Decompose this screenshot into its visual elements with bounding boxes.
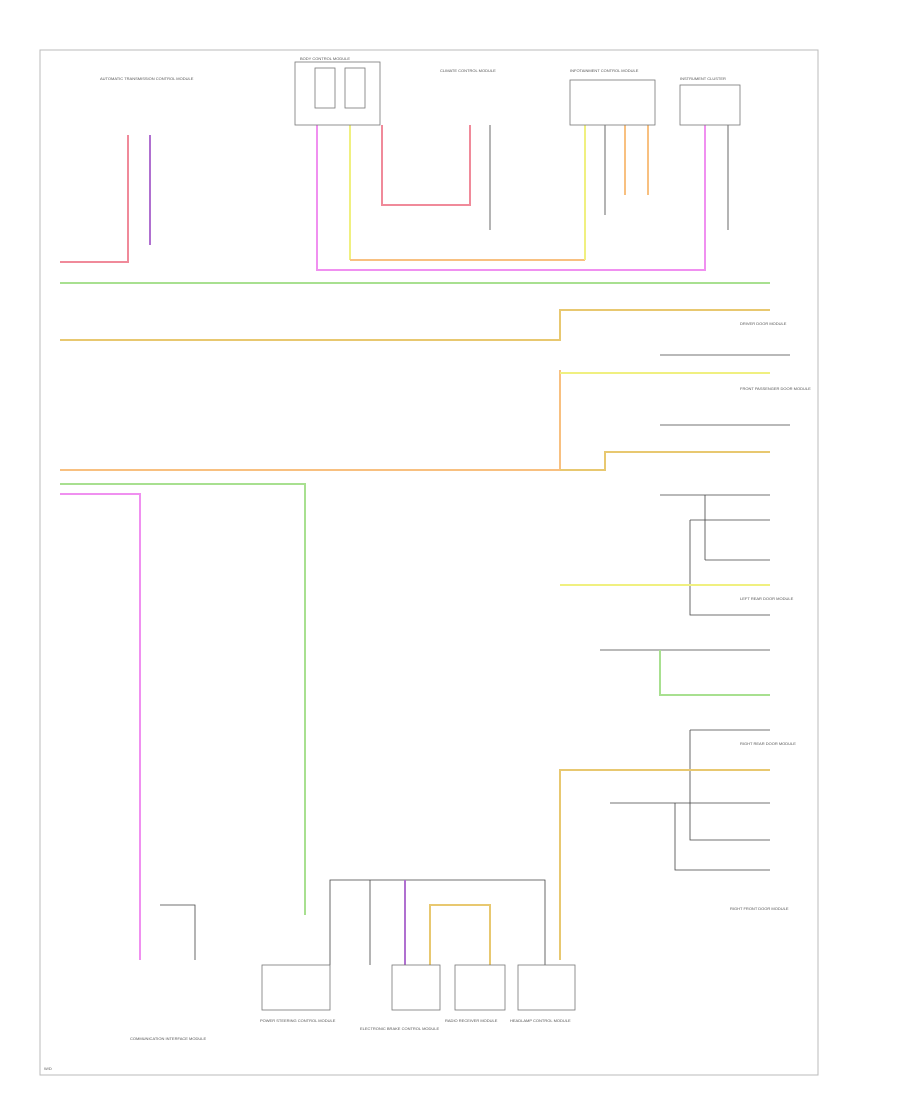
component-label: CLIMATE CONTROL MODULE (440, 68, 496, 73)
component-label: BODY CONTROL MODULE (300, 56, 350, 61)
right-label: RIGHT REAR DOOR MODULE (740, 741, 796, 746)
right-label: LEFT REAR DOOR MODULE (740, 596, 794, 601)
component-label: ELECTRONIC BRAKE CONTROL MODULE (360, 1026, 440, 1031)
radio-box (454, 964, 506, 1011)
component-label: COMMUNICATION INTERFACE MODULE (130, 1036, 206, 1041)
diagram-frame (39, 49, 819, 1076)
right-label: DRIVER DOOR MODULE (740, 321, 787, 326)
climate-control-box (261, 964, 331, 1011)
component-label: POWER STEERING CONTROL MODULE (260, 1018, 336, 1023)
wire-red-tcm (60, 135, 129, 263)
component-label: AUTOMATIC TRANSMISSION CONTROL MODULE (100, 76, 194, 81)
instrument-cluster-box (679, 84, 741, 126)
wire-tan-1 (60, 309, 770, 341)
component-label: INFOTAINMENT CONTROL MODULE (570, 68, 639, 73)
right-label: FRONT PASSENGER DOOR MODULE (740, 386, 811, 391)
footer-label: W/D (44, 1066, 52, 1071)
wire-orange-2 (60, 370, 561, 471)
right-label: RIGHT FRONT DOOR MODULE (730, 906, 789, 911)
component-label: INSTRUMENT CLUSTER (680, 76, 726, 81)
component-label: RADIO RECEIVER MODULE (445, 1018, 498, 1023)
wire-green-2 (60, 483, 306, 915)
wire-pink-2 (60, 493, 141, 960)
headlamp-box (517, 964, 576, 1011)
ebcm-box (391, 964, 441, 1011)
wire-red-2 (381, 125, 471, 206)
component-label: HEADLAMP CONTROL MODULE (510, 1018, 571, 1023)
body-control-module-box (294, 61, 381, 126)
infotainment-module-box (569, 79, 656, 126)
wire-pink (316, 125, 706, 271)
